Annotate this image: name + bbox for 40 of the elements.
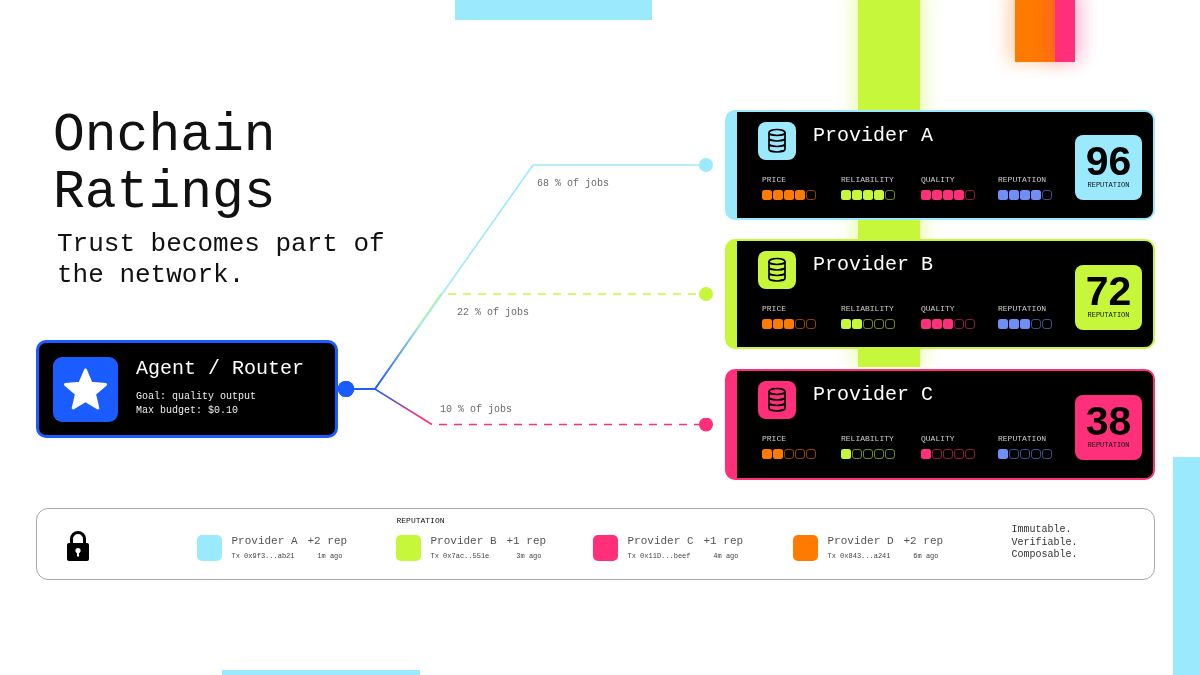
rep-change: +1 rep (703, 536, 744, 547)
metric-label: PRICE (762, 305, 786, 313)
tagline: Immutable. Verifiable. Composable. (1011, 524, 1078, 562)
score-badge (1075, 265, 1142, 330)
agent-card (36, 340, 338, 438)
edge-label: 10 % of jobs (438, 405, 514, 415)
rep-change: +2 rep (903, 536, 944, 547)
provider-card (725, 239, 1155, 349)
rep-change: +1 rep (506, 536, 547, 547)
provider-name: Provider C (627, 536, 694, 547)
metric-label: PRICE (762, 435, 786, 443)
metric-label: QUALITY (921, 176, 955, 184)
score-value: 72 (1085, 274, 1132, 308)
card-title: Agent / Router (136, 359, 305, 379)
card-title: Provider C (813, 385, 934, 405)
provider-name: Provider D (827, 536, 894, 547)
score-value: 96 (1085, 144, 1132, 178)
card-detail: Max budget: $0.10 (136, 406, 239, 416)
title: Onchain Ratings (53, 108, 277, 222)
metric-label: REPUTATION (998, 176, 1046, 184)
metric-label: REPUTATION (998, 435, 1046, 443)
metric-label: REPUTATION (998, 305, 1046, 313)
edge-label: 68 % of jobs (535, 179, 611, 189)
score-value: 38 (1085, 404, 1132, 438)
section-heading: REPUTATION (396, 517, 445, 525)
activity-panel (36, 508, 1155, 580)
score-badge (1075, 135, 1142, 200)
card-detail: Goal: quality output (136, 392, 257, 402)
provider-name: Provider B (430, 536, 497, 547)
rep-change: +2 rep (307, 536, 348, 547)
edge-label: 22 % of jobs (455, 308, 531, 318)
provider-card (725, 369, 1155, 480)
subtitle: Trust becomes part of the network. (57, 229, 386, 291)
score-badge (1075, 395, 1142, 460)
metric-label: QUALITY (921, 305, 955, 313)
provider-name: Provider A (231, 536, 298, 547)
metric-label: RELIABILITY (841, 435, 894, 443)
metric-label: QUALITY (921, 435, 955, 443)
provider-card (725, 110, 1155, 220)
metric-label: PRICE (762, 176, 786, 184)
